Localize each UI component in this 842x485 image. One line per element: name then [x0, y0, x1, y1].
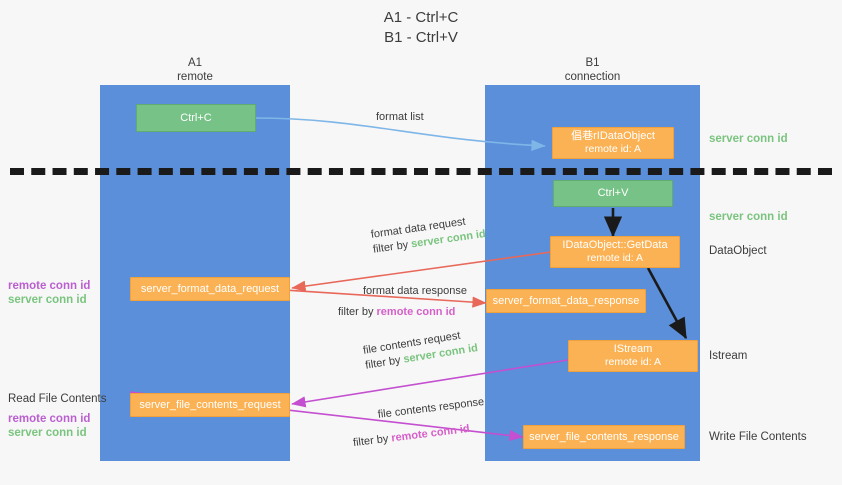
edge-fcresp-filter: filter by remote conn id	[352, 420, 488, 451]
node-fmt-resp-label: server_format_data_response	[492, 294, 640, 307]
title-line-2: B1 - Ctrl+V	[384, 29, 458, 46]
edge-format-list-text: format list	[376, 111, 424, 123]
node-server-file-contents-request[interactable]: server_file_contents_request	[130, 393, 290, 417]
node-file-req-label: server_file_contents_request	[139, 398, 281, 411]
annotation-read-file-contents: Read File Contents	[8, 393, 107, 405]
lane-header-a1: A1 remote	[100, 56, 290, 84]
node-idataobject-line1: 倡巷rIDataObject	[571, 130, 655, 142]
annotation-dataobject: DataObject	[709, 245, 767, 257]
annotation-left-bot-server: server conn id	[8, 427, 87, 439]
edge-fcresp-filter-prefix: filter by	[352, 432, 393, 450]
page-title: A1 - Ctrl+C B1 - Ctrl+V	[0, 8, 842, 48]
node-server-format-data-request[interactable]: server_format_data_request	[130, 277, 290, 301]
annotation-left-bot-remote: remote conn id	[8, 413, 91, 425]
annotation-write-file-contents: Write File Contents	[709, 431, 807, 443]
lane-b1-sub: connection	[564, 71, 621, 83]
node-fmt-req-label: server_format_data_request	[140, 282, 280, 295]
edge-fdresp-text: format data response	[363, 285, 467, 297]
lane-b1-name: B1	[585, 57, 600, 69]
annotation-istream: Istream	[709, 350, 748, 362]
annotation-left-mid-server: server conn id	[8, 294, 87, 306]
lane-a1-name: A1	[187, 57, 203, 69]
node-server-file-contents-response[interactable]: server_file_contents_response	[523, 425, 685, 449]
node-idataobject-getdata[interactable]: IDataObject::GetData remote id: A	[550, 236, 680, 268]
node-ctrl-c[interactable]: Ctrl+C	[136, 104, 256, 132]
lane-a1-sub: remote	[177, 71, 213, 83]
edge-label-format-list: format list	[376, 110, 424, 125]
node-istream-line1: IStream	[613, 343, 653, 355]
annotation-left-bottom: remote conn id server conn id	[8, 412, 90, 440]
node-ctrl-v[interactable]: Ctrl+V	[553, 180, 673, 207]
edge-fcresp-filter-value: remote conn id	[390, 422, 471, 445]
node-getdata-line2: remote id: A	[586, 252, 644, 264]
node-server-format-data-response[interactable]: server_format_data_response	[486, 289, 646, 313]
annotation-left-mid: remote conn id server conn id	[8, 279, 90, 307]
edge-label-file-contents-request: file contents request filter by server c…	[362, 326, 479, 373]
lane-header-b1: B1 connection	[485, 56, 700, 84]
annotation-server-conn-id-top: server conn id	[709, 133, 788, 145]
edge-label-format-data-request: format data request filter by server con…	[370, 212, 487, 258]
edge-label-file-contents-response: file contents response filter by remote …	[352, 395, 488, 449]
node-getdata-line1: IDataObject::GetData	[562, 239, 668, 251]
node-file-resp-label: server_file_contents_response	[529, 430, 679, 443]
edge-label-format-data-response: format data response filter by remote co…	[338, 284, 467, 320]
node-ctrl-v-label: Ctrl+V	[597, 187, 629, 199]
title-line-1: A1 - Ctrl+C	[383, 9, 459, 26]
edge-fdreq-filter-prefix: filter by	[372, 238, 413, 256]
node-istream[interactable]: IStream remote id: A	[568, 340, 698, 372]
edge-fdresp-filter-prefix: filter by	[338, 306, 377, 318]
node-istream-line2: remote id: A	[604, 356, 662, 368]
phase-divider	[10, 168, 832, 175]
annotation-server-conn-id-mid: server conn id	[709, 211, 788, 223]
edge-fcresp-text: file contents response	[377, 395, 485, 421]
edge-fdresp-filter: filter by remote conn id	[338, 305, 467, 320]
annotation-left-mid-remote: remote conn id	[8, 280, 91, 292]
node-ctrl-c-label: Ctrl+C	[180, 111, 212, 124]
node-idataobject-line2: remote id: A	[584, 143, 642, 155]
edge-fdresp-filter-value: remote conn id	[376, 306, 456, 318]
node-idataobject[interactable]: 倡巷rIDataObject remote id: A	[552, 127, 674, 159]
